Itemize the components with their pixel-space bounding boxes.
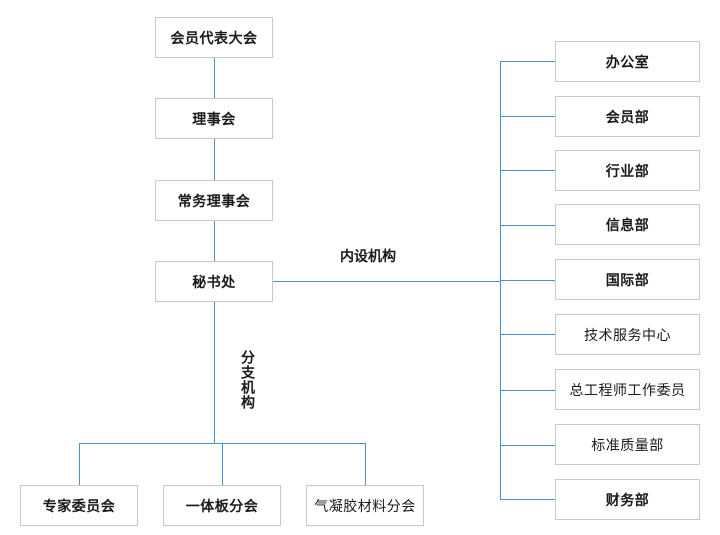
node-label: 秘书处 xyxy=(192,274,236,291)
connector-council-to-standing xyxy=(214,139,215,180)
node-standards-quality-dept[interactable]: 标准质量部 xyxy=(555,424,700,465)
connector-stub-membership xyxy=(500,116,556,117)
node-council[interactable]: 理事会 xyxy=(155,98,273,139)
node-label: 办公室 xyxy=(605,54,650,71)
node-label: 一体板分会 xyxy=(185,498,259,515)
node-finance-dept[interactable]: 财务部 xyxy=(555,479,700,520)
node-chief-engineer-committee[interactable]: 总工程师工作委员 xyxy=(555,369,700,410)
node-expert-committee[interactable]: 专家委员会 xyxy=(20,485,138,526)
node-industry-dept[interactable]: 行业部 xyxy=(555,150,700,191)
node-integrated-board-branch[interactable]: 一体板分会 xyxy=(163,485,281,526)
connector-assembly-to-council xyxy=(214,58,215,98)
node-tech-service-center[interactable]: 技术服务中心 xyxy=(555,314,700,355)
node-office[interactable]: 办公室 xyxy=(555,41,700,82)
connector-drop-expert-committee xyxy=(79,443,80,485)
connector-stub-chief-engineer xyxy=(500,390,556,391)
node-information-dept[interactable]: 信息部 xyxy=(555,204,700,245)
node-label: 气凝胶材料分会 xyxy=(314,498,416,515)
node-label: 会员部 xyxy=(605,109,650,126)
node-label: 专家委员会 xyxy=(42,498,116,515)
node-standing-council[interactable]: 常务理事会 xyxy=(155,180,273,221)
label-internal-units: 内设机构 xyxy=(340,246,396,266)
node-international-dept[interactable]: 国际部 xyxy=(555,259,700,300)
connector-stub-standards xyxy=(500,445,556,446)
node-label: 国际部 xyxy=(605,272,650,289)
connector-secretariat-to-internal-trunk xyxy=(273,281,501,282)
node-label: 会员代表大会 xyxy=(170,30,258,47)
connector-stub-international xyxy=(500,280,556,281)
label-branch-units: 分支机构 xyxy=(239,350,255,420)
node-label: 信息部 xyxy=(605,217,650,234)
connector-drop-aerogel xyxy=(365,443,366,485)
node-label: 技术服务中心 xyxy=(584,327,671,344)
label-text: 分支机构 xyxy=(239,350,255,410)
node-label: 常务理事会 xyxy=(177,193,251,210)
connector-stub-finance xyxy=(500,499,556,500)
node-label: 总工程师工作委员 xyxy=(569,382,686,399)
node-label: 财务部 xyxy=(605,492,650,509)
connector-stub-information xyxy=(500,225,556,226)
label-text: 内设机构 xyxy=(340,249,396,265)
connector-standing-to-secretariat xyxy=(214,221,215,261)
node-secretariat[interactable]: 秘书处 xyxy=(155,261,273,302)
node-label: 理事会 xyxy=(192,111,236,128)
connector-secretariat-to-branch-bar xyxy=(214,302,215,443)
node-membership-dept[interactable]: 会员部 xyxy=(555,96,700,137)
node-label: 标准质量部 xyxy=(591,437,664,454)
node-label: 行业部 xyxy=(605,163,650,180)
connector-stub-office xyxy=(500,61,556,62)
node-member-assembly[interactable]: 会员代表大会 xyxy=(155,17,273,58)
connector-stub-tech-service xyxy=(500,334,556,335)
connector-stub-industry xyxy=(500,170,556,171)
node-aerogel-material-branch[interactable]: 气凝胶材料分会 xyxy=(306,485,424,526)
connector-drop-integrated-board xyxy=(222,443,223,485)
